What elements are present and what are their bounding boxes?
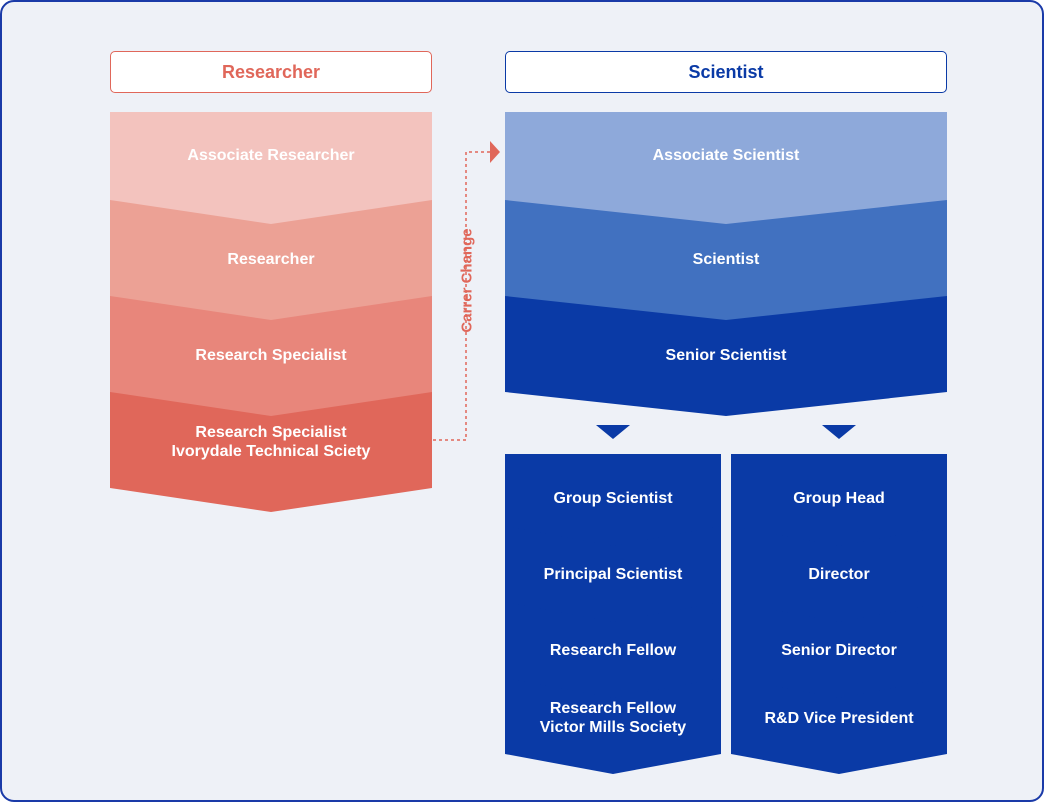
technical-stage-2: Principal Scientist [505,525,721,622]
management-stage-label: Group Head [793,489,885,507]
technical-stage-label: Research Fellow [549,641,677,659]
career-change-arrowhead-icon [490,141,500,163]
scientist-stage-1: Associate Scientist [505,112,947,224]
management-stage-label: Director [808,566,870,583]
down-arrow-icon [822,425,856,439]
researcher-stage-label: Research Specialist Ivorydale Technical … [171,424,371,460]
researcher-stage-label: Researcher [227,250,315,268]
management-stage-1: Group Head [731,454,947,546]
management-stage-label: R&D Vice President [764,709,914,727]
career-change-dashed-line [433,151,490,441]
technical-stage-label: Principal Scientist [543,566,683,583]
scientist-header: Scientist [505,51,947,93]
technical-stage-1: Group Scientist [505,454,721,546]
technical-stage-label: Research Fellow Victor Mills Society [539,700,687,736]
technical-stage-4: Research Fellow Victor Mills Society [505,678,721,774]
management-stage-label: Senior Director [781,641,897,659]
technical-stage-label: Group Scientist [553,489,673,507]
researcher-stage-1: Associate Researcher [110,112,432,224]
researcher-header: Researcher [110,51,432,93]
researcher-stage-label: Research Specialist [195,346,347,364]
down-arrow-icon [596,425,630,439]
researcher-stage-label: Associate Researcher [187,147,355,164]
scientist-stage-label: Scientist [692,250,760,268]
scientist-stage-label: Associate Scientist [652,147,800,164]
career-change-label-wrap: Carrer Change [433,214,501,346]
career-change-label: Carrer Change [458,227,476,333]
scientist-stage-label: Senior Scientist [665,346,787,364]
